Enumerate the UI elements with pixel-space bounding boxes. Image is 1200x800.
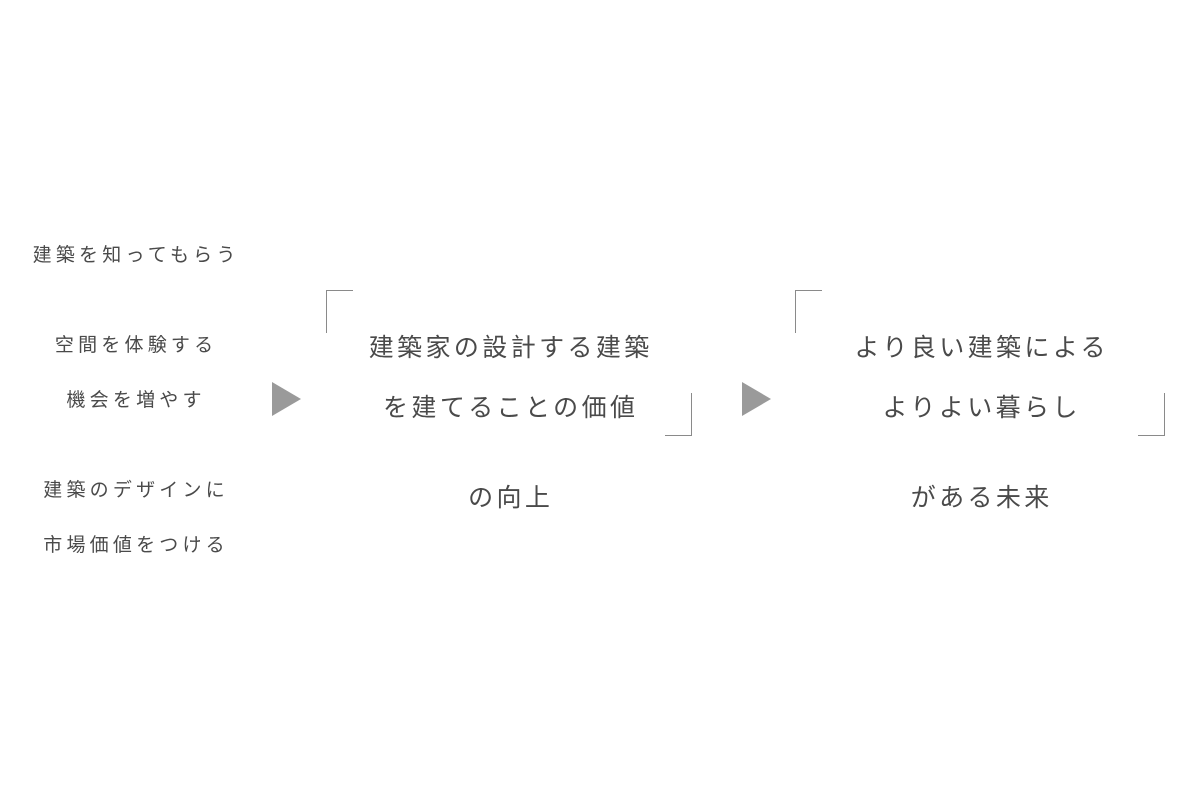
future-block: より良い建築による よりよい暮らし がある未来: [795, 290, 1165, 512]
future-line-1: より良い建築による: [854, 334, 1109, 362]
value-block: 建築家の設計する建築 を建てることの価値 の向上: [326, 290, 692, 512]
future-block-text: より良い建築による よりよい暮らし がある未来: [795, 318, 1165, 528]
activity-group-1-line-1: 建築を知ってもらう: [32, 245, 240, 266]
future-tail-line: がある未来: [910, 484, 1053, 512]
activity-group-3-line-1: 建築のデザインに: [43, 480, 229, 501]
value-tail-line: の向上: [468, 484, 554, 512]
activity-group-2: 空間を体験する 機会を増やす: [0, 318, 268, 428]
future-line-2: よりよい暮らし: [882, 394, 1081, 422]
value-line-1: 建築家の設計する建築: [368, 334, 653, 362]
left-activities-column: 建築を知ってもらう 空間を体験する 機会を増やす 建築のデザインに 市場価値をつ…: [0, 228, 268, 573]
arrow-right-icon-1: [272, 382, 301, 416]
value-line-2: を建てることの価値: [383, 394, 639, 422]
activity-group-3: 建築のデザインに 市場価値をつける: [0, 463, 268, 573]
activity-group-2-line-2: 機会を増やす: [66, 390, 206, 411]
activity-group-2-line-1: 空間を体験する: [54, 335, 218, 356]
arrow-right-icon-2: [742, 382, 771, 416]
spacer-1: [0, 283, 268, 318]
spacer-2: [0, 428, 268, 463]
activity-group-1: 建築を知ってもらう: [0, 228, 268, 283]
value-block-text: 建築家の設計する建築 を建てることの価値 の向上: [326, 318, 692, 528]
activity-group-3-line-2: 市場価値をつける: [43, 535, 229, 556]
